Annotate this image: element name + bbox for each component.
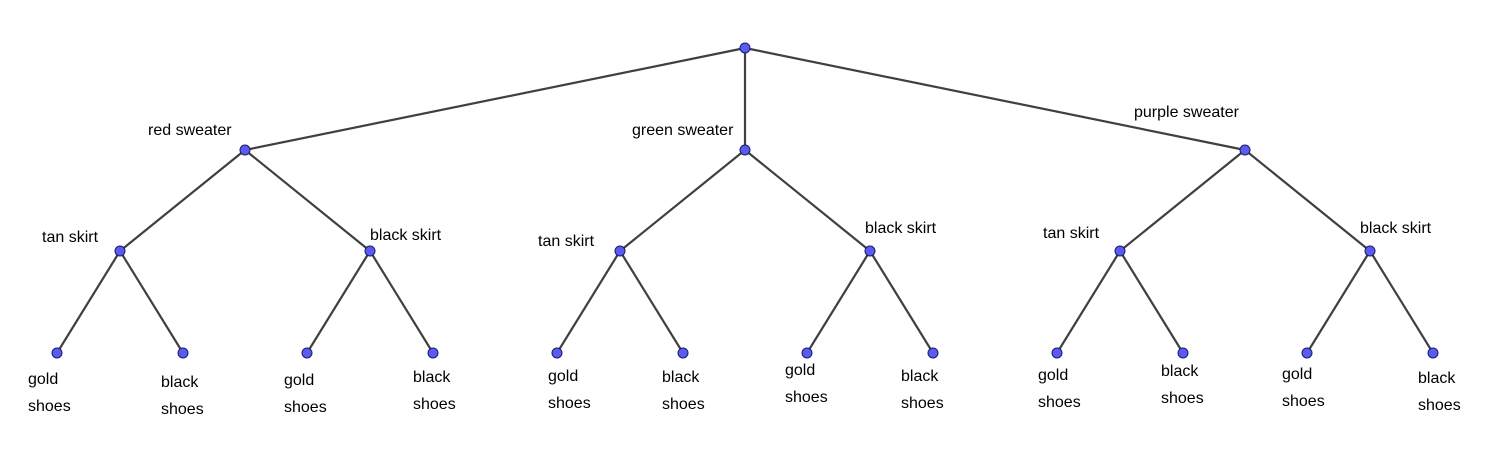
shoe-label-line1: gold <box>1282 366 1312 383</box>
shoe-label-line1: black <box>662 369 700 386</box>
edge-purple-sweater-black-skirt-to-shoes <box>1369 250 1434 354</box>
edge-red-sweater-tan-skirt-to-shoes <box>56 250 121 354</box>
shoe-label-line2: shoes <box>662 396 705 413</box>
edge-green-sweater-black-skirt-to-shoes <box>806 250 871 354</box>
shoe-node <box>177 347 189 359</box>
shoe-label-line1: gold <box>785 362 815 379</box>
shoe-label-line2: shoes <box>1418 397 1461 414</box>
skirt-node <box>364 245 376 257</box>
shoe-label-line1: gold <box>1038 367 1068 384</box>
skirt-node <box>1364 245 1376 257</box>
sweater-label-purple-sweater: purple sweater <box>1134 104 1240 121</box>
shoe-node <box>551 347 563 359</box>
shoe-label-line1: gold <box>284 372 314 389</box>
shoe-label-line2: shoes <box>1161 390 1204 407</box>
shoe-label-line2: shoes <box>284 399 327 416</box>
shoe-label-line1: black <box>161 374 199 391</box>
tree-edges <box>56 46 1434 354</box>
shoe-label-line2: shoes <box>901 395 944 412</box>
root-node <box>739 42 751 54</box>
edge-purple-sweater-to-skirt <box>1119 149 1246 252</box>
edge-purple-sweater-to-skirt <box>1244 149 1371 252</box>
shoe-label-line1: black <box>1161 363 1199 380</box>
skirt-label-green-sweater-tan-skirt: tan skirt <box>538 233 595 250</box>
skirt-label-red-sweater-black-skirt: black skirt <box>370 227 442 244</box>
edge-green-sweater-tan-skirt-to-shoes <box>556 250 621 354</box>
skirt-label-purple-sweater-tan-skirt: tan skirt <box>1043 225 1100 242</box>
edge-purple-sweater-black-skirt-to-shoes <box>1306 250 1371 354</box>
tree-nodes <box>51 42 1439 359</box>
edge-red-sweater-to-skirt <box>119 149 246 252</box>
edge-red-sweater-black-skirt-to-shoes <box>306 250 371 354</box>
sweater-label-red-sweater: red sweater <box>148 122 232 139</box>
skirt-node <box>864 245 876 257</box>
edge-green-sweater-black-skirt-to-shoes <box>869 250 934 354</box>
shoe-label-line2: shoes <box>413 396 456 413</box>
shoe-label-line1: gold <box>28 371 58 388</box>
edge-root-to-red-sweater <box>244 46 746 152</box>
skirt-node <box>614 245 626 257</box>
shoe-node <box>677 347 689 359</box>
shoe-node <box>1051 347 1063 359</box>
shoe-label-line1: black <box>1418 370 1456 387</box>
shoe-node <box>301 347 313 359</box>
skirt-node <box>1114 245 1126 257</box>
edge-purple-sweater-tan-skirt-to-shoes <box>1119 250 1184 354</box>
shoe-label-line2: shoes <box>28 398 71 415</box>
shoe-label-line2: shoes <box>548 395 591 412</box>
edge-red-sweater-tan-skirt-to-shoes <box>119 250 184 354</box>
shoe-label-line1: black <box>413 369 451 386</box>
edge-red-sweater-to-skirt <box>244 149 371 252</box>
edge-green-sweater-tan-skirt-to-shoes <box>619 250 684 354</box>
shoe-node <box>427 347 439 359</box>
shoe-label-line2: shoes <box>785 389 828 406</box>
sweater-node <box>239 144 251 156</box>
edge-green-sweater-to-skirt <box>744 149 871 252</box>
skirt-label-purple-sweater-black-skirt: black skirt <box>1360 220 1432 237</box>
shoe-node <box>927 347 939 359</box>
shoe-node <box>801 347 813 359</box>
shoe-node <box>1177 347 1189 359</box>
skirt-node <box>114 245 126 257</box>
sweater-node <box>739 144 751 156</box>
shoe-label-line1: black <box>901 368 939 385</box>
shoe-node <box>1301 347 1313 359</box>
shoe-label-line2: shoes <box>1038 394 1081 411</box>
shoe-node <box>1427 347 1439 359</box>
edge-root-to-purple-sweater <box>744 46 1246 152</box>
edge-purple-sweater-tan-skirt-to-shoes <box>1056 250 1121 354</box>
sweater-label-green-sweater: green sweater <box>632 122 734 139</box>
edge-red-sweater-black-skirt-to-shoes <box>369 250 434 354</box>
edge-green-sweater-to-skirt <box>619 149 746 252</box>
shoe-label-line1: gold <box>548 368 578 385</box>
shoe-label-line2: shoes <box>161 401 204 418</box>
shoe-label-line2: shoes <box>1282 393 1325 410</box>
skirt-label-red-sweater-tan-skirt: tan skirt <box>42 229 99 246</box>
shoe-node <box>51 347 63 359</box>
sweater-node <box>1239 144 1251 156</box>
skirt-label-green-sweater-black-skirt: black skirt <box>865 220 937 237</box>
tree-labels: red sweater tan skirt gold shoes black shoes b… <box>28 104 1461 418</box>
